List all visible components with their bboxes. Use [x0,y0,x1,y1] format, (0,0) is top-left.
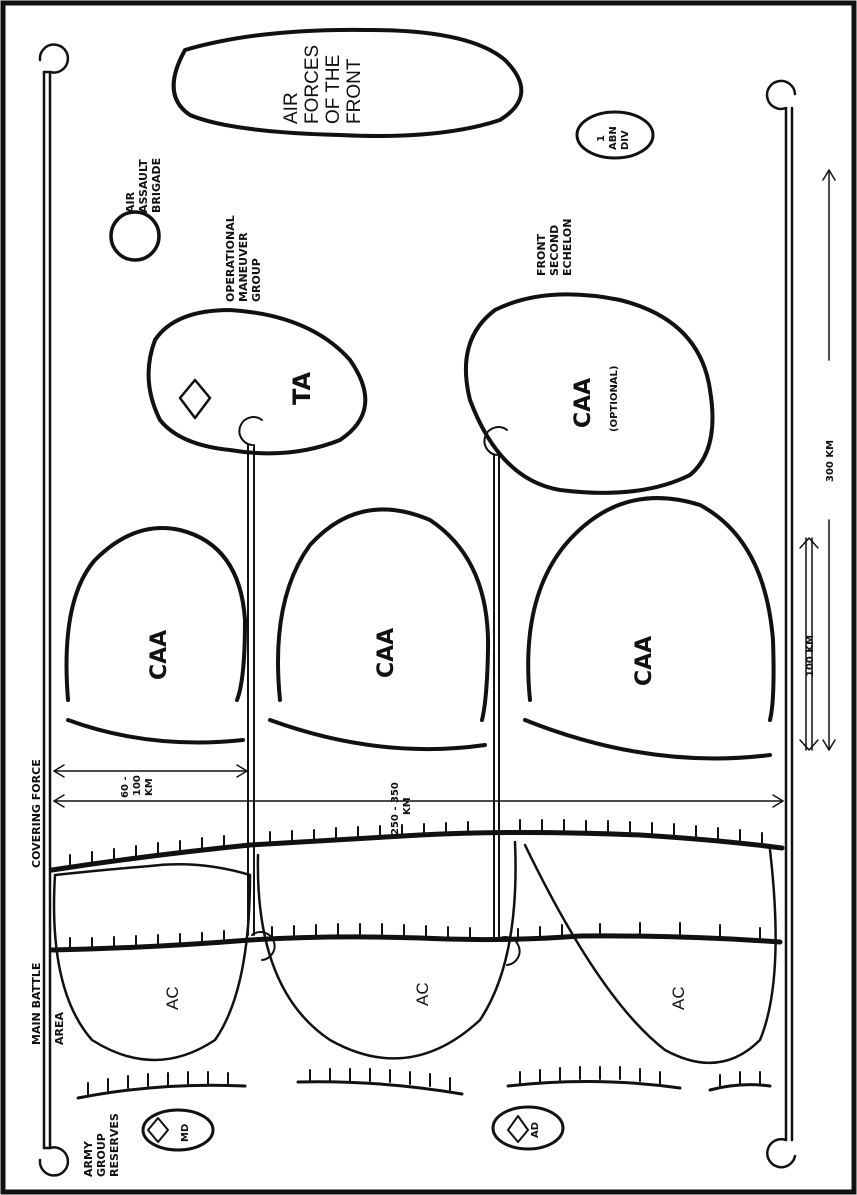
caa-label-top: CAA [147,630,172,680]
main-battle-area-label-2: AREA [53,1012,66,1045]
dim-label-250-350-2: KM [402,797,413,815]
air-assault-label-1: AIR [124,191,137,213]
air-forces-label-4: FRONT [344,58,365,124]
ta-shape [146,308,368,456]
abn-div-label-2: ABN [608,126,619,150]
dim-label-60-100-1: 60 - [120,776,131,798]
caa-label-bottom: CAA [632,636,657,686]
caa-second-echelon-shape [463,292,715,495]
dim-arrow-60-100 [53,764,248,778]
caa-second-echelon-label: CAA [571,378,596,428]
ac-shape-top [52,863,252,1062]
covering-force-label: COVERING FORCE [30,759,43,868]
air-assault-label-3: BRIGADE [150,158,163,213]
front-second-echelon-label-2: SECOND [548,225,561,276]
dim-arrow-300km [822,169,836,751]
reserve-line-2 [296,1068,464,1096]
army-group-reserves-label-1: ARMY [82,1140,95,1177]
abn-div-label-1: 1 [596,135,607,142]
caa-shape-top [64,526,247,745]
air-assault-brigade-shape [109,210,161,262]
air-forces-label-1: AIR [281,92,302,124]
main-battle-area-label: MAIN BATTLE [30,963,43,1045]
ac-label-bottom: AC [669,986,688,1010]
ad-diamond-icon [507,1115,529,1143]
army-group-reserves-label-2: GROUP [95,1133,108,1177]
air-forces-shape [171,27,524,138]
omg-diamond-icon [178,378,212,420]
ac-label-mid: AC [413,982,432,1006]
ac-shape-bottom [523,843,777,1065]
ad-shape [491,1105,565,1151]
ta-label: TA [288,371,316,405]
front-second-echelon-label-1: FRONT [535,233,548,276]
caa-shape-bottom [523,496,776,761]
dim-label-100km: 100 KM [805,635,816,677]
md-shape [141,1108,215,1152]
reserve-line-1 [76,1071,247,1100]
abn-div-label-3: DIV [620,130,631,150]
omg-label-3: GROUP [250,258,263,302]
main-battle-line [49,922,783,953]
md-label: MD [180,1124,191,1142]
army-group-reserves-label-3: RESERVES [108,1113,121,1177]
caa-label-mid: CAA [374,628,399,678]
omg-label-1: OPERATIONAL [224,215,237,302]
air-forces-label-3: OF THE [323,55,344,124]
front-second-echelon-label-3: ECHELON [561,219,574,276]
covering-force-line [49,819,785,873]
dim-label-60-100-3: KM [144,778,155,796]
dim-label-300km: 300 KM [825,440,836,482]
omg-label-2: MANEUVER [237,232,250,302]
ac-label-top: AC [163,986,182,1010]
reserve-line-3 [506,1066,682,1090]
dim-arrow-100km [799,537,819,751]
ad-label: AD [530,1122,541,1138]
ac-shape-mid [256,840,517,1060]
dim-label-250-350-1: 250 - 350 [390,782,401,835]
right-boundary-line [765,79,797,1169]
air-forces-label-2: FORCES [302,45,323,124]
army-boundary-top [238,416,276,961]
optional-label: (OPTIONAL) [609,366,620,433]
dim-label-60-100-2: 100 [132,775,143,796]
md-diamond-icon [147,1117,169,1143]
air-assault-label-2: ASSAULT [137,159,150,213]
caa-shape-mid [268,507,491,752]
dim-arrow-250-350 [53,794,784,808]
left-boundary-line [38,43,70,1177]
reserve-line-4 [708,1071,772,1092]
abn-div-shape [575,110,655,160]
